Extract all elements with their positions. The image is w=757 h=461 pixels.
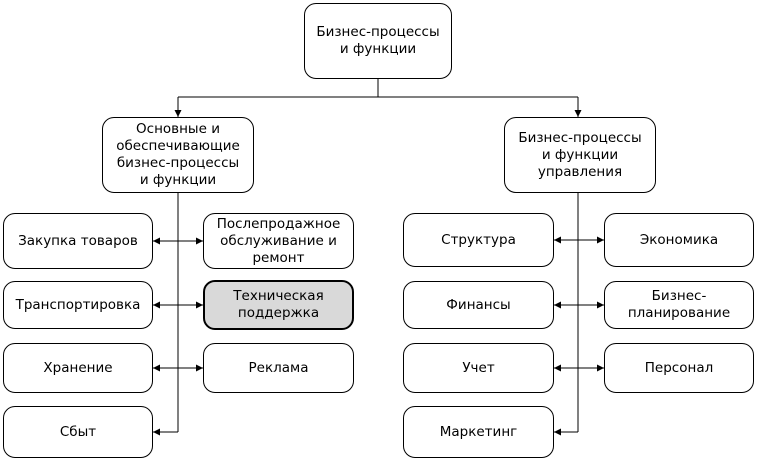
node-uchet: Учет [403,343,554,393]
right-group-title: Бизнес-процессы и функции управления [504,117,656,193]
node-hranenie: Хранение [3,343,153,393]
node-posleprodazhnoe: Послепродажное обслуживание и ремонт [203,213,354,269]
node-finansy: Финансы [403,281,554,329]
node-ekonomika: Экономика [604,213,754,267]
node-sbyt: Сбыт [3,406,153,458]
node-transport: Транспортировка [3,281,153,329]
node-tech-support: Техническая поддержка [203,280,354,330]
node-reklama: Реклама [203,343,354,393]
node-personal: Персонал [604,343,754,393]
node-marketing: Маркетинг [403,406,554,458]
node-zakupka: Закупка товаров [3,213,153,269]
root-node: Бизнес-процессы и функции [304,3,452,79]
left-group-title: Основные и обеспечивающие бизнес-процесс… [102,117,254,193]
node-biz-planning: Бизнес- планирование [604,281,754,329]
node-struktura: Структура [403,213,554,267]
